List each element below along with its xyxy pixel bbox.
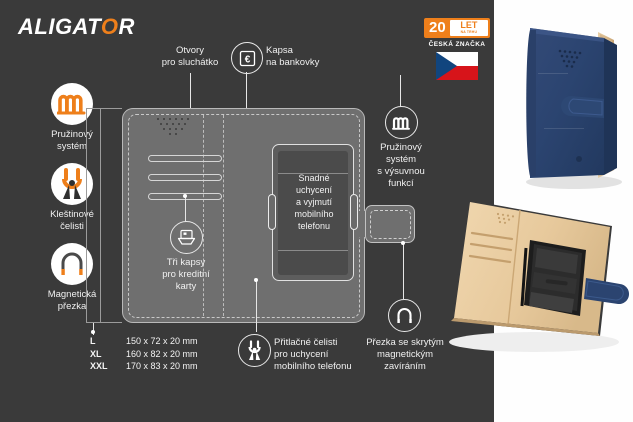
- magnet-buckle-bottom-icon: [388, 299, 421, 332]
- clamp-jaws-bottom-icon: [238, 334, 271, 367]
- card-pockets-label: Tři kapsy pro kreditní karty: [162, 257, 210, 292]
- strap-stitching: [369, 209, 411, 239]
- spring-system-slide-glyph: [392, 116, 410, 130]
- phone-holder-area: [272, 144, 354, 281]
- czech-flag-glyph: [436, 52, 478, 80]
- card-slot-1: [148, 155, 222, 162]
- phone-holder-plate: [278, 151, 348, 275]
- holder-bar-bottom: [278, 250, 348, 252]
- leader-magnet-buckle: [403, 243, 404, 299]
- magnet-buckle-bottom-label: Přezka se skrytým magnetickým zavíráním: [366, 337, 444, 372]
- size-label-l: L: [90, 336, 96, 346]
- bracket-tick: [93, 323, 94, 335]
- leader-spring-slide: [400, 75, 401, 107]
- clamp-jaws-bottom-label: Přitlačné čelisti pro uchycení mobilního…: [274, 337, 352, 372]
- clamp-jaws-bottom-glyph: [248, 340, 261, 360]
- table-row: L 150 x 72 x 20 mm: [90, 336, 198, 349]
- aligator-logo: ALIGATOR: [18, 14, 135, 40]
- size-dims-xl: 160 x 82 x 20 mm: [126, 348, 198, 359]
- euro-pocket-icon: €: [231, 42, 263, 74]
- holder-bar-top: [278, 173, 348, 175]
- spring-system-slide-icon: [385, 106, 418, 139]
- banknote-pocket-label: Kapsa na bankovky: [266, 45, 320, 68]
- clamp-jaw-left: [268, 194, 276, 230]
- open-case-photo-art: [449, 200, 630, 352]
- closed-case-photo: [516, 18, 626, 190]
- badge-let-block: LET NA TRHU: [449, 20, 488, 36]
- anniversary-badge: 20 LET NA TRHU ČESKÁ ZNAČKA: [424, 18, 490, 48]
- magnetic-strap: [365, 205, 415, 243]
- case-fold-line-left: [203, 115, 204, 316]
- table-row: XXL 170 x 83 x 20 mm: [90, 361, 198, 374]
- case-fold-line-right: [223, 115, 224, 316]
- size-label-xxl: XXL: [90, 361, 108, 371]
- leader-dot-clamp-jaws: [254, 278, 258, 282]
- clamp-jaws-glyph: [62, 168, 82, 199]
- leader-dot-card-pockets: [183, 194, 187, 198]
- clamp-jaws-label: Kleštinové čelisti: [50, 209, 94, 232]
- leader-card-pockets: [185, 196, 186, 222]
- card-pocket-icon: [170, 221, 203, 254]
- size-label-xl: XL: [90, 348, 102, 359]
- closed-case-photo-art: [526, 28, 622, 189]
- leader-earphone: [190, 73, 191, 121]
- spring-slide-label: Pružinový systém s výsuvnou funkcí: [377, 142, 425, 189]
- height-measure-bracket-outer: [86, 108, 102, 323]
- czech-flag: [436, 52, 478, 80]
- badge-box: 20 LET NA TRHU: [424, 18, 490, 38]
- table-row: XL 160 x 82 x 20 mm: [90, 349, 198, 362]
- spring-system-label: Pružinový systém: [51, 129, 93, 152]
- logo-text-accent: O: [100, 14, 119, 39]
- leader-clamp-jaws: [256, 280, 257, 332]
- size-dims-xxl: 170 x 83 x 20 mm: [126, 361, 198, 371]
- magnet-buckle-label: Magnetická přezka: [47, 289, 97, 312]
- earphone-holes-label: Otvory pro sluchátko: [161, 45, 219, 68]
- logo-text-part1: ALIGAT: [18, 14, 101, 39]
- svg-text:€: €: [244, 54, 250, 65]
- size-dims-l: 150 x 72 x 20 mm: [126, 336, 198, 346]
- card-slot-2: [148, 174, 222, 181]
- open-case-photo: [434, 190, 633, 360]
- badge-subtitle: ČESKÁ ZNAČKA: [428, 41, 486, 48]
- clamp-jaw-right: [350, 194, 358, 230]
- card-pocket-glyph: [177, 229, 196, 245]
- earphone-hole-grid: [157, 118, 193, 136]
- magnet-buckle-glyph: [61, 252, 83, 275]
- height-measure-bracket: [100, 108, 122, 323]
- euro-pocket-glyph: €: [239, 50, 255, 66]
- leader-dot-magnet-buckle: [401, 241, 405, 245]
- badge-na-trhu-text: NA TRHU: [460, 30, 478, 34]
- spring-system-glyph: [57, 94, 86, 115]
- logo-text-part2: R: [118, 14, 135, 39]
- phone-holder-label: Snadné uchycení a vyjmutí mobilního tele…: [294, 173, 334, 231]
- magnet-buckle-bottom-glyph: [397, 307, 412, 323]
- bracket-tick-dot: [91, 330, 95, 334]
- size-table: L 150 x 72 x 20 mm XL 160 x 82 x 20 mm X…: [90, 336, 198, 374]
- size-table-grid: L 150 x 72 x 20 mm XL 160 x 82 x 20 mm X…: [90, 336, 198, 374]
- badge-years: 20: [429, 19, 446, 36]
- badge-let-text: LET: [460, 20, 478, 30]
